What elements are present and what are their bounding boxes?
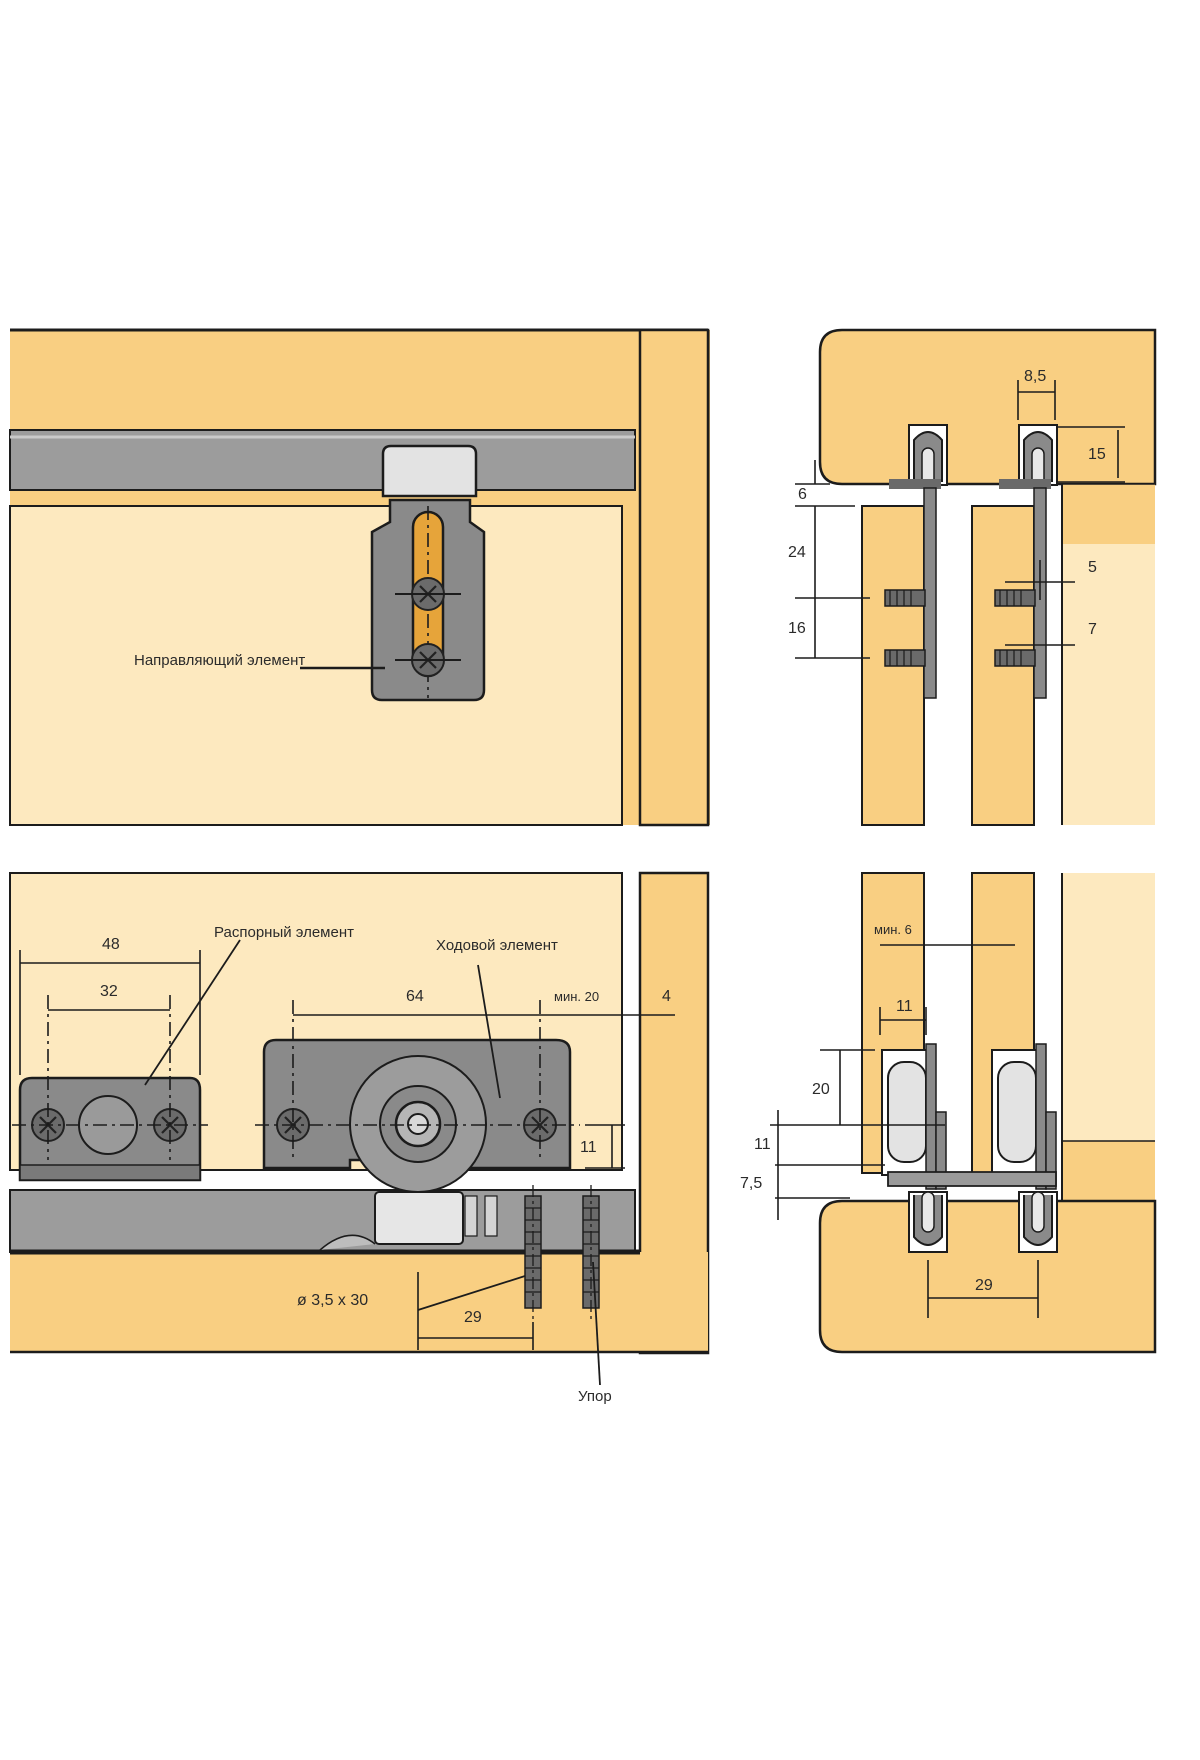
stop-label: Упор xyxy=(578,1388,612,1405)
bottom-screws xyxy=(524,1185,600,1320)
dim-7: 7 xyxy=(1088,621,1097,638)
bottom-board-section xyxy=(818,1199,1157,1354)
dim-11-front: 11 xyxy=(580,1139,597,1156)
running-element xyxy=(255,1038,580,1251)
bottom-side-dimensions xyxy=(770,944,1039,1318)
top-front-view: Направляющий элемент xyxy=(9,328,710,827)
top-board-section xyxy=(818,328,1157,486)
cabinet-side-panel xyxy=(638,328,710,827)
bottom-front-dimensions xyxy=(19,939,675,1386)
dim-6: 6 xyxy=(798,486,807,503)
dim-16: 16 xyxy=(788,620,806,637)
bottom-side-view: мин. 6 11 20 11 7,5 29 xyxy=(740,872,1157,1354)
roller-2 xyxy=(991,1043,1057,1190)
dim-29-front: 29 xyxy=(464,1309,482,1326)
door-panel-top xyxy=(9,505,623,826)
top-side-dimensions xyxy=(795,380,1125,659)
dim-8-5: 8,5 xyxy=(1024,368,1046,385)
dim-29-side: 29 xyxy=(975,1277,993,1294)
spacer-element xyxy=(12,1076,208,1182)
top-rail xyxy=(9,429,636,491)
side-screws xyxy=(884,589,1036,667)
dim-15: 15 xyxy=(1088,446,1106,463)
dim-11-side-top: 11 xyxy=(896,998,913,1015)
bottom-profiles xyxy=(908,1191,1058,1253)
spacer-element-label: Распорный элемент xyxy=(214,924,354,941)
roller-base-plate xyxy=(887,1171,1057,1187)
dim-min-6: мин. 6 xyxy=(874,922,912,937)
dim-20: 20 xyxy=(812,1081,830,1098)
dim-5: 5 xyxy=(1088,559,1097,576)
dim-min-20: мин. 20 xyxy=(554,989,599,1004)
top-side-view: 8,5 15 6 24 16 5 7 xyxy=(788,328,1157,826)
dim-32: 32 xyxy=(100,983,118,1000)
dim-24: 24 xyxy=(788,544,806,561)
dim-11-side: 11 xyxy=(754,1136,771,1153)
dim-64: 64 xyxy=(406,988,424,1005)
guide-element xyxy=(370,444,486,702)
dim-7-5: 7,5 xyxy=(740,1175,762,1192)
roller-1 xyxy=(881,1043,947,1190)
dim-4: 4 xyxy=(662,988,671,1005)
guide-element-label: Направляющий элемент xyxy=(134,652,305,669)
bottom-front-view: 48 32 64 мин. 20 4 11 29 Распорный элеме… xyxy=(9,871,710,1405)
dim-48: 48 xyxy=(102,936,120,953)
running-element-label: Ходовой элемент xyxy=(436,937,558,954)
screw-size-label: ø 3,5 x 30 xyxy=(297,1292,368,1309)
